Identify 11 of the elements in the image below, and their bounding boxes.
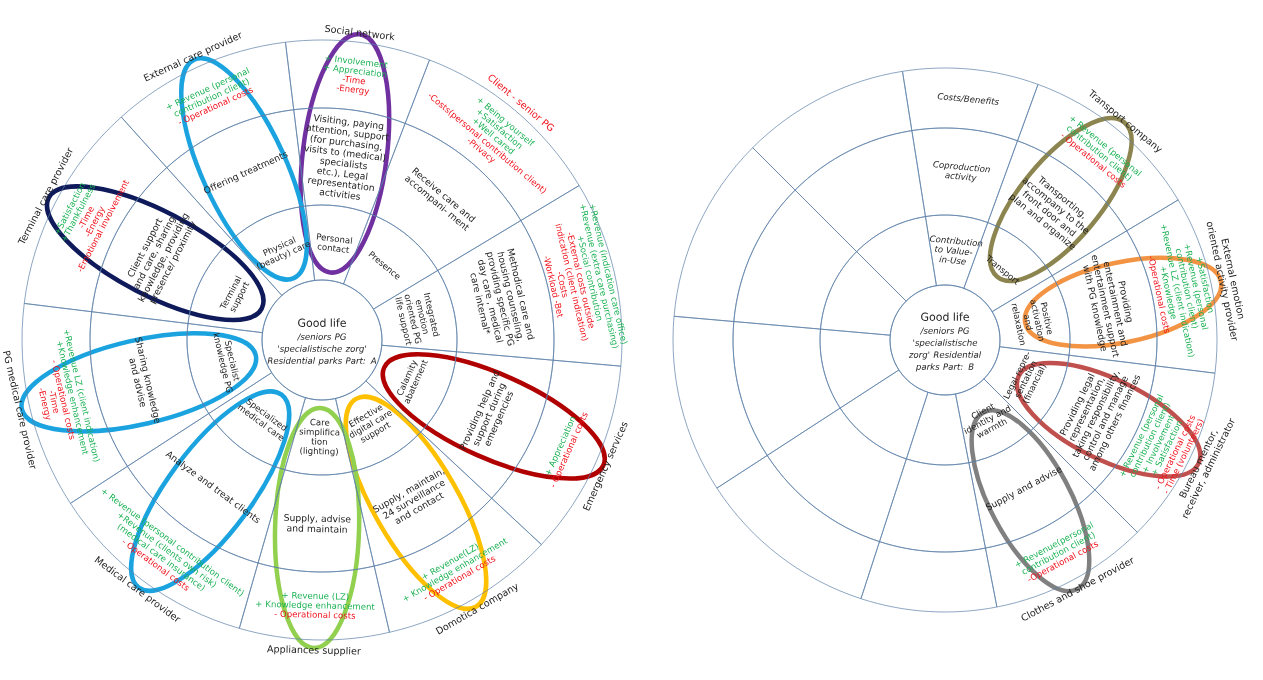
- sector-cell: Visiting, paying attention, support (for purchasing, visits to (medical) specialists etc.), Legal representation activities: [293, 107, 406, 215]
- actor-label: Appliances supplier: [266, 645, 361, 657]
- sector-cell: [716, 455, 880, 600]
- sector-cell: [752, 71, 913, 191]
- sector-cell: Costs/Benefits: [902, 67, 1039, 142]
- actor-label: Social network: [324, 24, 395, 41]
- sector-cell: [794, 130, 926, 252]
- sector-cell: [672, 315, 768, 489]
- sector-cell: [673, 147, 796, 322]
- sector-cell: [860, 541, 998, 613]
- sector-cell: Contribution to Value-in-Use: [925, 214, 989, 289]
